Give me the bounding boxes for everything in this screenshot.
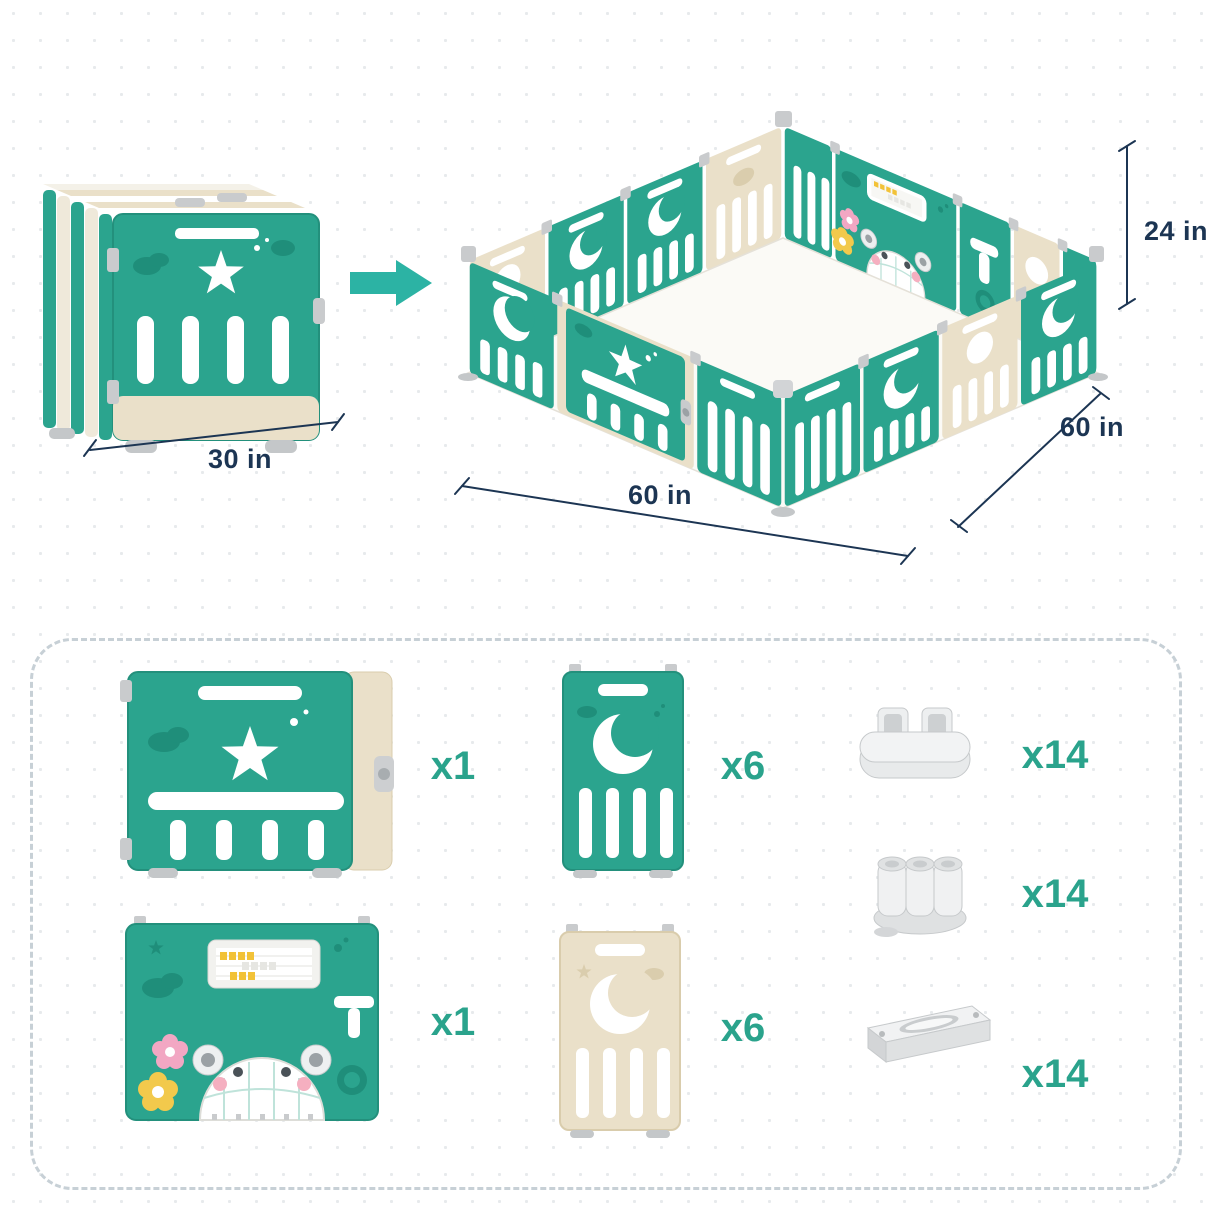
tube-connector-qty: x14 (1021, 872, 1089, 916)
star-icon (221, 726, 279, 781)
door-panel-qty: x1 (430, 744, 476, 788)
moon-panel-beige-illustration (559, 924, 681, 1138)
tube-connector-illustration (873, 856, 967, 937)
abacus-bead-toy-icon (207, 939, 321, 989)
activity-panel-illustration (125, 916, 379, 1121)
pen-height-label: 24 in (1143, 216, 1209, 246)
door-panel-illustration (120, 671, 394, 878)
dimension-line-front (454, 477, 916, 565)
folded-width-label: 30 in (207, 444, 273, 474)
moon-panel-green-qty: x6 (720, 744, 766, 788)
parts-list-box (30, 638, 1182, 1190)
activity-panel-qty: x1 (430, 1000, 476, 1044)
moon-panel-beige-qty: x6 (720, 1006, 766, 1050)
bar-connector-qty: x14 (1021, 1052, 1089, 1096)
dimension-line-folded (83, 413, 345, 457)
foot-base-qty: x14 (1021, 733, 1089, 777)
panda-face-icon (192, 1044, 332, 1121)
foot-base-illustration (859, 707, 971, 779)
moon-panel-green-illustration (562, 664, 684, 878)
star-icon (198, 250, 244, 294)
pen-front-label: 60 in (627, 480, 693, 510)
pen-side-label: 60 in (1059, 412, 1125, 442)
folded-playpen-illustration (43, 184, 325, 453)
dimension-line-height (1118, 140, 1136, 310)
transform-arrow-icon (350, 260, 432, 306)
dimension-line-side (950, 386, 1110, 533)
assembled-playpen-illustration (458, 111, 1108, 517)
bar-connector-illustration (866, 1005, 992, 1064)
